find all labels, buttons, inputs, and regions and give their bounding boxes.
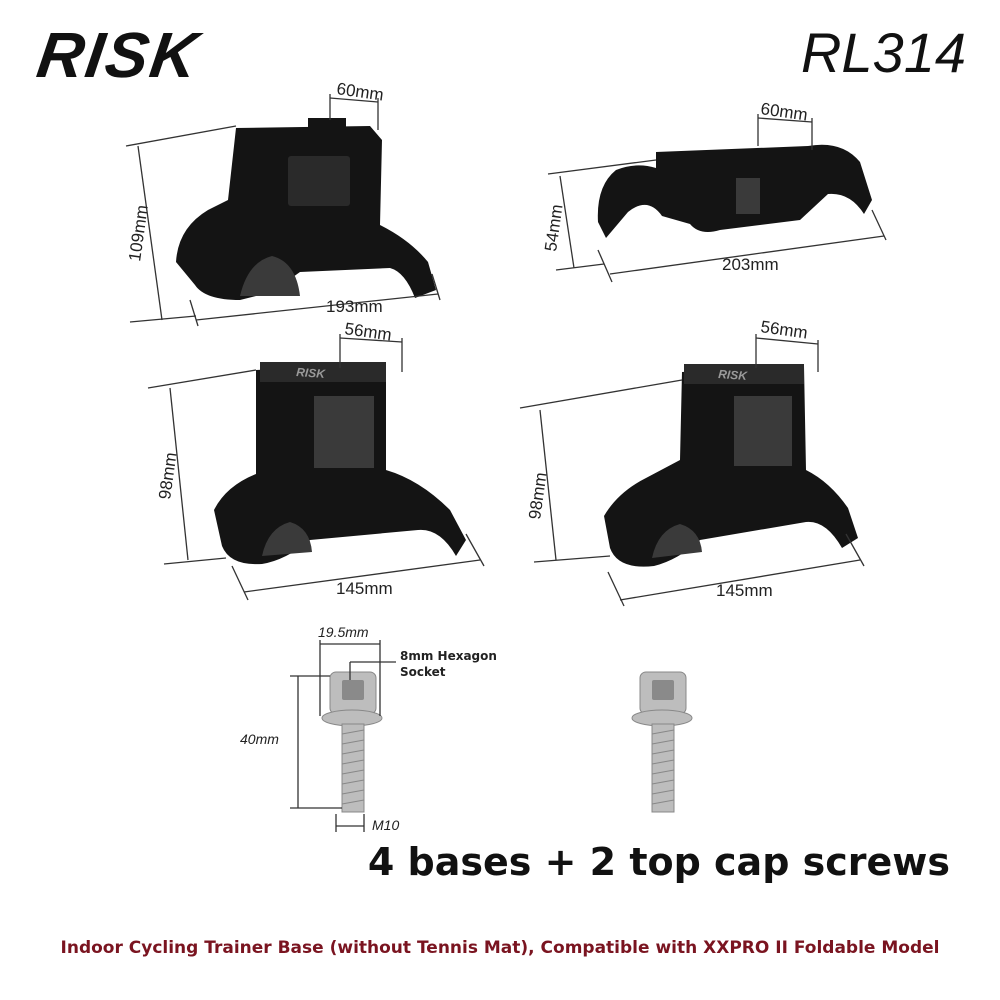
base-4-logo: RISK xyxy=(718,367,749,383)
base-3: RISK 145mm 98mm 56mm xyxy=(147,319,485,601)
base-1: 193mm 109mm 60mm xyxy=(125,79,441,327)
screw-1: 19.5mm 8mm Hexagon Socket 40mm M10 xyxy=(240,624,497,833)
base-3-top: 56mm xyxy=(343,319,392,344)
screw-1-socket-note-2: Socket xyxy=(400,665,446,679)
base-2-length: 203mm xyxy=(722,255,779,274)
product-caption: Indoor Cycling Trainer Base (without Ten… xyxy=(60,938,940,958)
screw-1-head-width: 19.5mm xyxy=(318,624,369,640)
base-2: 203mm 54mm 60mm xyxy=(541,99,887,283)
base-3-length: 145mm xyxy=(336,579,393,598)
base-3-logo: RISK xyxy=(296,365,327,381)
base-3-height: 98mm xyxy=(155,451,180,500)
screw-1-socket-note-1: 8mm Hexagon xyxy=(400,649,497,663)
model-code: RL314 xyxy=(800,21,966,84)
base-1-slot: 60mm xyxy=(335,79,384,104)
screw-1-length: 40mm xyxy=(240,731,279,747)
base-2-height: 54mm xyxy=(541,203,566,252)
screw-2 xyxy=(631,671,693,813)
screw-1-thread: M10 xyxy=(372,817,399,833)
base-1-height: 109mm xyxy=(125,204,152,263)
base-2-slot: 60mm xyxy=(759,99,808,124)
headline: 4 bases + 2 top cap screws xyxy=(367,840,950,884)
base-4-length: 145mm xyxy=(716,581,773,600)
base-4-height: 98mm xyxy=(525,471,550,520)
base-1-length: 193mm xyxy=(326,297,383,316)
base-4: RISK 145mm 98mm 56mm xyxy=(519,317,865,607)
